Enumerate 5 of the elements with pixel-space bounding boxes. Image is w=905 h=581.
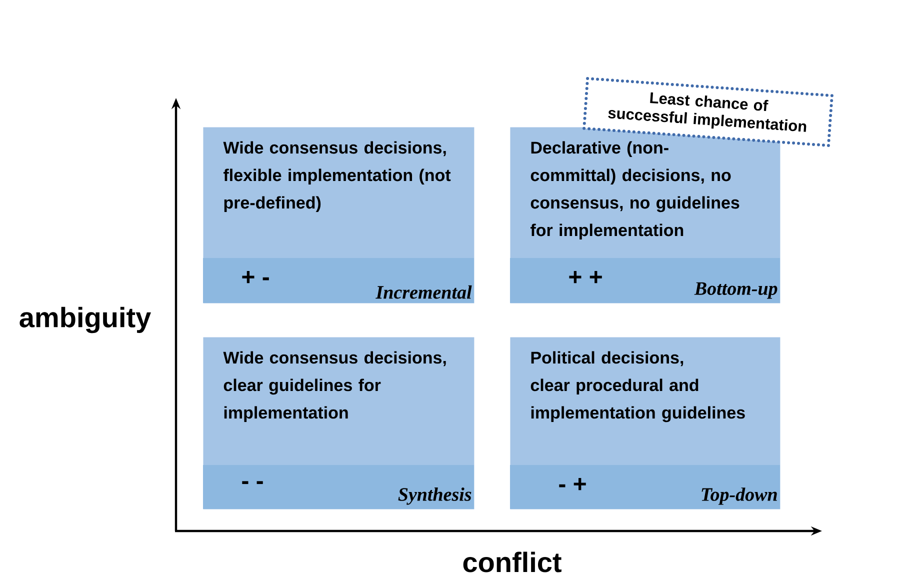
quadrant-box: Wide consensus decisions, flexible implementation (not pre-defined) + - Incremental [203,127,474,304]
quadrant-box: Political decisions, clear procedural and implementation guidelines - + Top-down [510,337,780,510]
axis-label: ambiguity [20,306,151,334]
axis-label: conflict [463,552,562,572]
quadrant-box: Wide consensus decisions, clear guidelines for implementation - - Synthesis [203,337,474,510]
